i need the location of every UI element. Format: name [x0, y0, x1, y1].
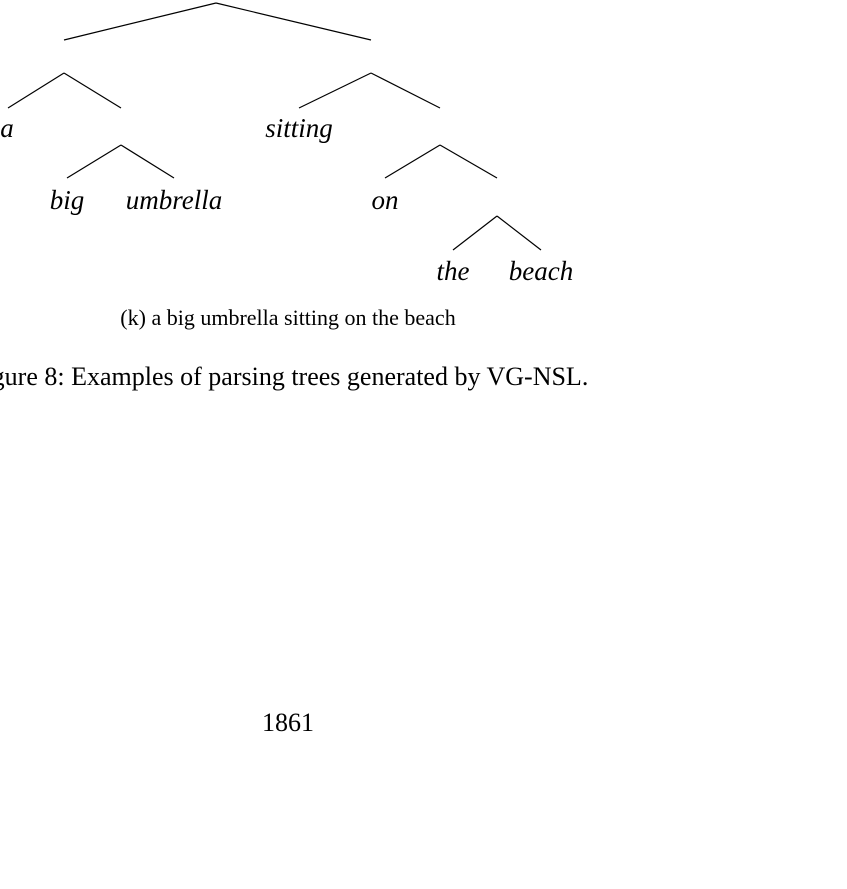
tree-edge [63, 72, 122, 109]
tree-edge [66, 144, 122, 179]
parse-tree-diagram: a big umbrella sitting on the beach [0, 2, 573, 286]
tree-leaf-word: umbrella [126, 185, 223, 215]
figure-caption: Figure 8: Examples of parsing trees gene… [0, 362, 589, 391]
tree-edge [370, 72, 441, 109]
tree-leaf-word: sitting [265, 113, 333, 143]
tree-leaf-word: beach [509, 256, 573, 286]
tree-leaf-word: a [0, 113, 14, 143]
page-number: 1861 [262, 708, 314, 737]
tree-edge [7, 72, 65, 109]
tree-leaf-word: on [372, 185, 399, 215]
tree-edge [496, 215, 542, 251]
tree-edge [452, 215, 498, 251]
tree-edge [384, 144, 441, 179]
subfigure-caption: (k) a big umbrella sitting on the beach [120, 305, 456, 330]
tree-leaf-word: big [50, 185, 85, 215]
tree-leaf-word: the [437, 256, 470, 286]
tree-edge [63, 2, 217, 41]
tree-edge [120, 144, 175, 179]
tree-edge [439, 144, 498, 179]
tree-edge [298, 72, 372, 109]
tree-edge [215, 2, 372, 41]
